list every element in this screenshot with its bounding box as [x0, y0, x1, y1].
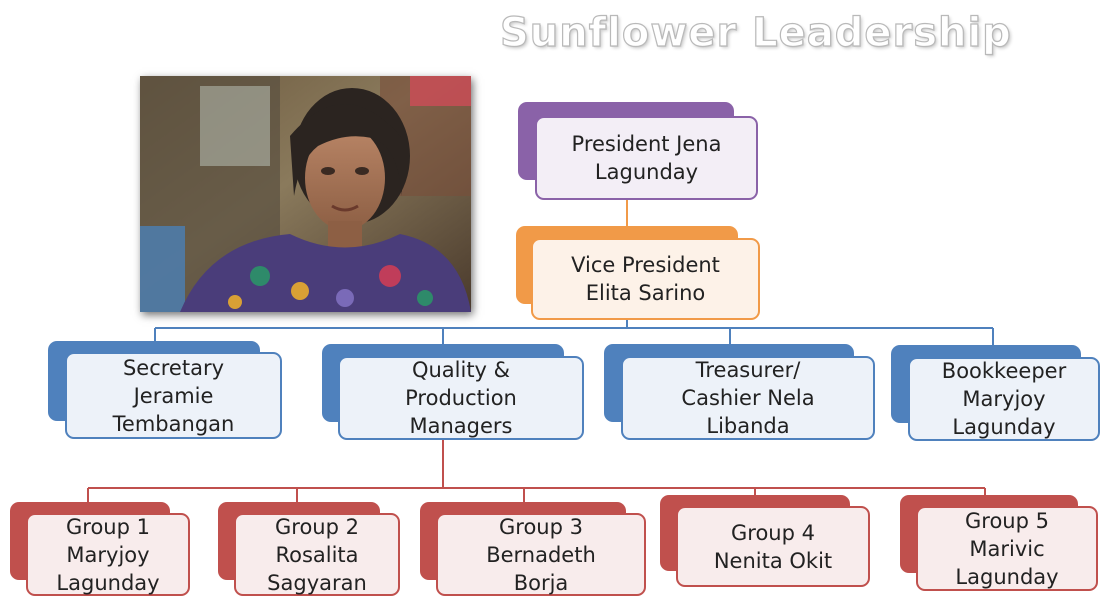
- officer-line: Cashier Nela: [681, 386, 815, 410]
- vice-president-title: Vice President: [571, 253, 720, 277]
- officer-node-box: Quality & Production Managers: [338, 356, 584, 440]
- officer-node-secretary: Secretary Jeramie Tembangan: [48, 341, 282, 439]
- president-node-box: President Jena Lagunday: [535, 116, 758, 200]
- president-node: President Jena Lagunday: [518, 102, 758, 200]
- officer-node-box: Secretary Jeramie Tembangan: [65, 352, 282, 439]
- officer-line: Tembangan: [112, 411, 235, 436]
- group-line: Group 4: [731, 520, 815, 545]
- group-line: Sagyaran: [267, 570, 367, 595]
- officer-line: Treasurer/: [695, 358, 801, 382]
- officer-line: Maryjoy: [962, 387, 1046, 411]
- group-line: Group 3: [499, 514, 583, 539]
- group-node-2: Group 2 Rosalita Sagyaran: [218, 502, 400, 596]
- portrait-image: [140, 76, 471, 312]
- officer-line: Bookkeeper: [941, 359, 1067, 383]
- leader-photo: [140, 76, 471, 312]
- group-node-box: Group 5 Marivic Lagunday: [916, 506, 1098, 591]
- officer-line: Lagunday: [952, 415, 1056, 439]
- officer-line: Jeramie: [133, 383, 214, 408]
- officer-node-box: Treasurer/ Cashier Nela Libanda: [621, 356, 875, 440]
- group-node-box: Group 1 Maryjoy Lagunday: [26, 513, 190, 596]
- group-line: Group 2: [275, 514, 359, 539]
- group-line: Group 5: [965, 508, 1049, 533]
- president-title: President Jena: [571, 132, 722, 156]
- group-node-1: Group 1 Maryjoy Lagunday: [10, 502, 190, 596]
- officer-node-treasurer: Treasurer/ Cashier Nela Libanda: [604, 344, 875, 440]
- officer-line: Production: [405, 386, 517, 410]
- president-name: Lagunday: [594, 160, 699, 184]
- vice-president-node: Vice President Elita Sarino: [516, 226, 760, 320]
- officer-line: Secretary: [122, 355, 225, 380]
- group-node-box: Group 3 Bernadeth Borja: [436, 513, 646, 596]
- group-line: Nenita Okit: [713, 548, 833, 573]
- connector-managers-groups: [87, 438, 986, 503]
- group-node-5: Group 5 Marivic Lagunday: [900, 495, 1098, 591]
- vice-president-node-box: Vice President Elita Sarino: [531, 238, 760, 320]
- group-line: Lagunday: [56, 570, 160, 595]
- group-line: Rosalita: [275, 542, 359, 567]
- officer-line: Managers: [409, 414, 513, 438]
- group-line: Group 1: [66, 514, 150, 539]
- diagram-title: Sunflower Leadership: [499, 9, 1012, 56]
- officer-line: Quality &: [411, 358, 511, 382]
- group-node-box: Group 4 Nenita Okit: [676, 506, 870, 587]
- group-node-4: Group 4 Nenita Okit: [660, 495, 870, 587]
- officer-node-quality-managers: Quality & Production Managers: [322, 344, 584, 440]
- group-node-box: Group 2 Rosalita Sagyaran: [234, 513, 400, 596]
- vice-president-name: Elita Sarino: [585, 281, 706, 305]
- officer-node-box: Bookkeeper Maryjoy Lagunday: [908, 357, 1100, 441]
- officer-line: Libanda: [706, 414, 790, 438]
- group-node-3: Group 3 Bernadeth Borja: [420, 502, 646, 596]
- group-line: Lagunday: [955, 564, 1059, 589]
- group-line: Maryjoy: [66, 542, 150, 567]
- group-line: Marivic: [969, 536, 1045, 561]
- group-line: Borja: [513, 570, 569, 595]
- officer-node-bookkeeper: Bookkeeper Maryjoy Lagunday: [891, 345, 1100, 441]
- group-line: Bernadeth: [486, 542, 596, 567]
